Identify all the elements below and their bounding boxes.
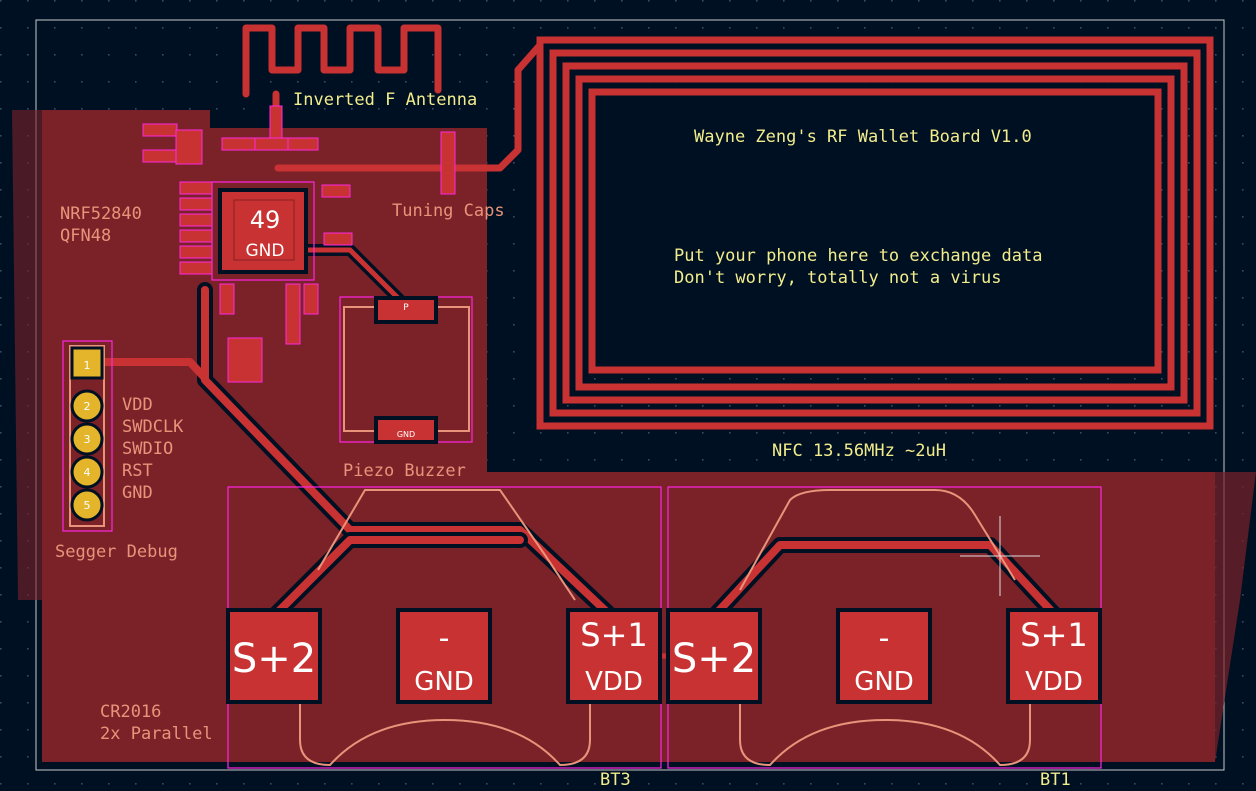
debug-pin-label: RST — [122, 461, 153, 481]
debug-pin-number: 2 — [84, 400, 91, 413]
battery-pad-label: S+1 — [1020, 616, 1087, 654]
battery-pad-net: GND — [854, 667, 914, 697]
passive-components — [142, 105, 456, 383]
buzzer-pad-p: P — [403, 303, 409, 313]
battery-pad-label: - — [879, 621, 890, 656]
segger-debug-header[interactable]: 1 2 3 4 5 VDD SWDCLK SWDIO RST GND — [62, 340, 184, 532]
battery-pad-label: S+1 — [580, 616, 647, 654]
battery-ref: BT1 — [1040, 770, 1071, 790]
debug-pin-number: 1 — [84, 359, 91, 372]
debug-pin-number: 5 — [84, 499, 91, 512]
cursor-crosshair-icon — [960, 516, 1040, 596]
tuning-caps-label: Tuning Caps — [392, 201, 505, 221]
debug-pin-number: 4 — [84, 466, 91, 479]
edge-hatch-left — [12, 110, 42, 600]
battery-type-label: CR2016 — [100, 702, 161, 722]
piezo-buzzer[interactable]: P GND — [339, 296, 473, 444]
debug-pin-label: VDD — [122, 395, 153, 415]
nrf52840-qfn48[interactable]: 49 GND — [211, 181, 315, 281]
battery-config-label: 2x Parallel — [100, 724, 213, 744]
debug-label: Segger Debug — [55, 542, 178, 562]
board-title: Wayne Zeng's RF Wallet Board V1.0 — [694, 127, 1032, 147]
mcu-package-label: QFN48 — [60, 226, 111, 246]
nfc-label: NFC 13.56MHz ~2uH — [772, 441, 946, 461]
mcu-pad-number: 49 — [250, 206, 281, 234]
nfc-message-line2: Don't worry, totally not a virus — [674, 268, 1002, 288]
ground-fill-zone — [42, 110, 1215, 762]
antenna-label: Inverted F Antenna — [293, 90, 477, 110]
battery-bt3[interactable]: S+2 - GND S+1 VDD BT3 — [226, 486, 662, 790]
battery-ref: BT3 — [600, 770, 631, 790]
debug-pin-label: SWDCLK — [122, 417, 184, 437]
edge-hatch — [1215, 472, 1256, 762]
mcu-label: NRF52840 — [60, 204, 142, 224]
battery-pad-label: S+2 — [672, 636, 756, 682]
traces — [96, 244, 1063, 659]
battery-pad-net: VDD — [585, 667, 643, 697]
battery-pad-net: GND — [414, 667, 474, 697]
debug-pin-number: 3 — [84, 433, 91, 446]
debug-pin-label: GND — [122, 483, 153, 503]
battery-pad-label: - — [439, 621, 450, 656]
buzzer-pad-gnd: GND — [397, 430, 415, 439]
nfc-coil — [274, 36, 1214, 430]
battery-pad-label: S+2 — [232, 636, 316, 682]
nfc-message-line1: Put your phone here to exchange data — [674, 246, 1042, 266]
debug-pin-label: SWDIO — [122, 439, 173, 459]
buzzer-label: Piezo Buzzer — [343, 461, 466, 481]
mcu-pad-net: GND — [246, 241, 285, 261]
battery-pad-net: VDD — [1025, 667, 1083, 697]
battery-bt1[interactable]: S+2 - GND S+1 VDD BT1 — [666, 486, 1102, 790]
